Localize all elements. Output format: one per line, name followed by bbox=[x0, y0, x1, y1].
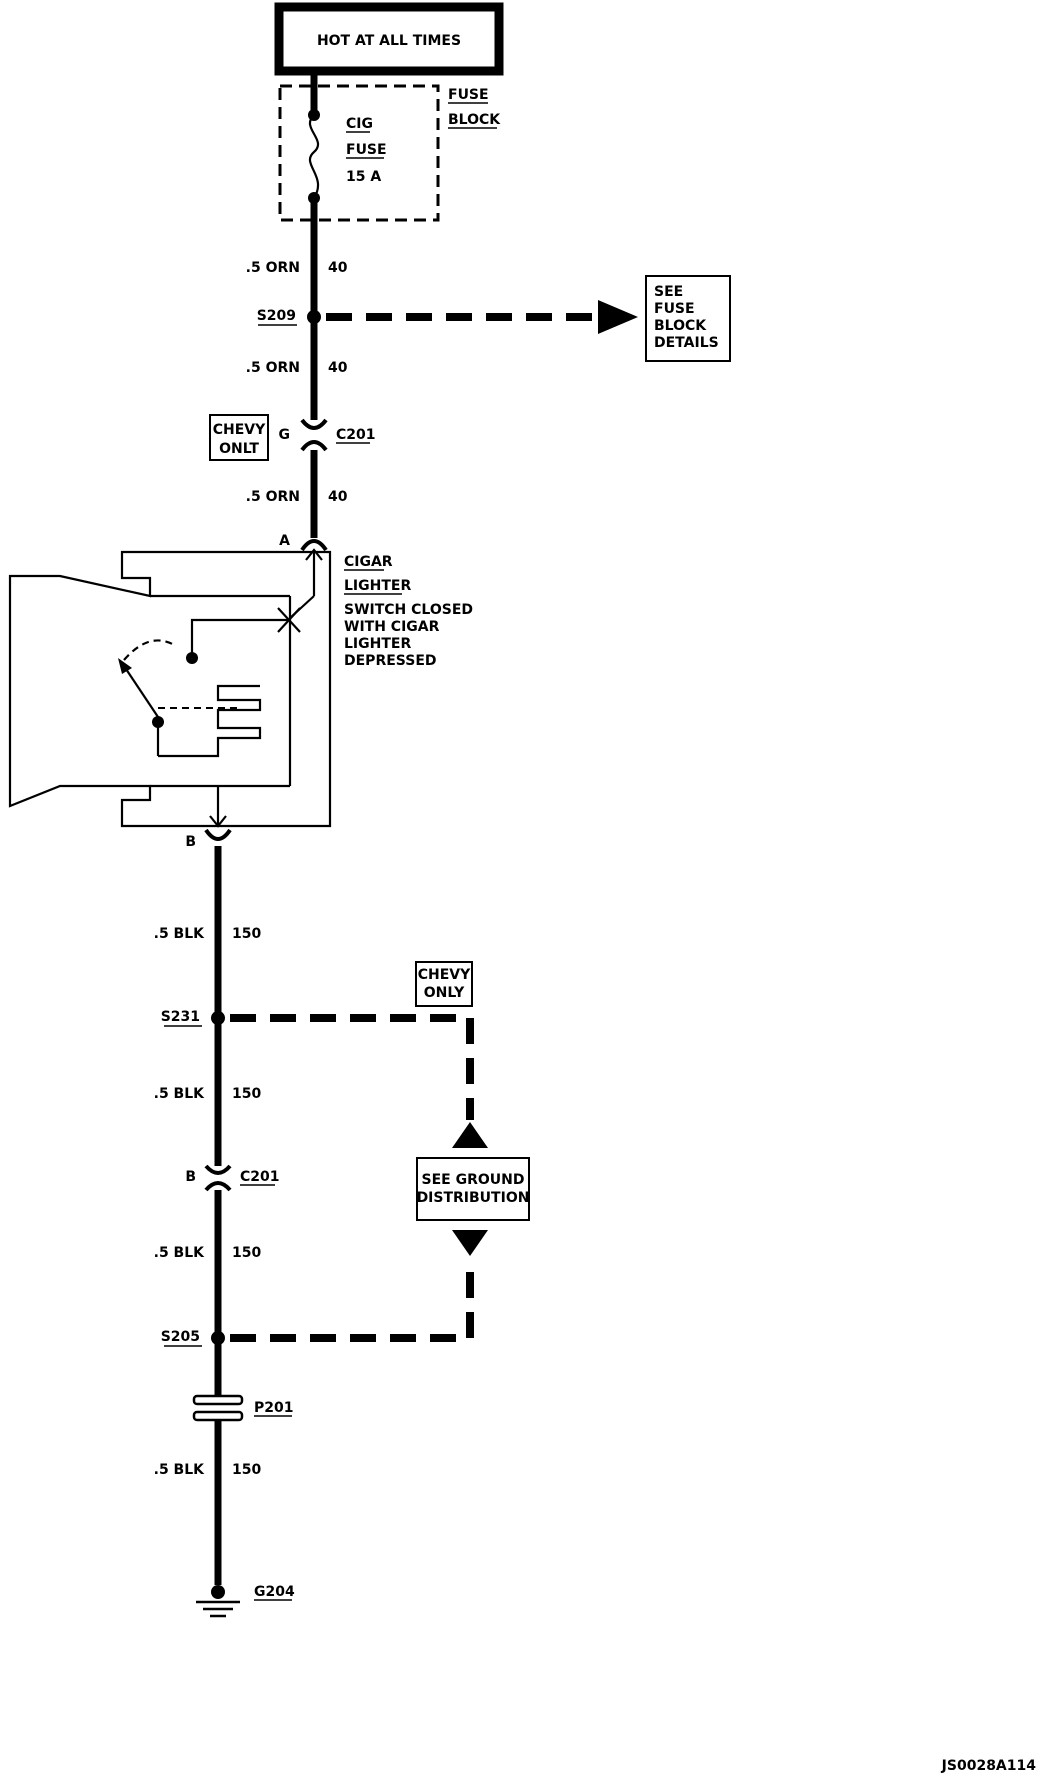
see-ground-note: SEE GROUND DISTRIBUTION bbox=[416, 1157, 530, 1221]
see-fuse-block-note: SEE FUSE BLOCK DETAILS bbox=[645, 275, 731, 362]
c201-top-pin: G bbox=[279, 427, 291, 443]
component-desc-1: SWITCH CLOSED bbox=[344, 602, 473, 618]
fuse-name-1: CIG bbox=[346, 116, 373, 132]
fuse-block-title-2: BLOCK bbox=[448, 112, 501, 128]
component-name-2: LIGHTER bbox=[344, 578, 411, 594]
component-name-1: CIGAR bbox=[344, 554, 393, 570]
ground-label: G204 bbox=[254, 1584, 295, 1600]
fuse-name-2: FUSE bbox=[346, 142, 387, 158]
dashed-link-s231 bbox=[230, 1014, 474, 1120]
fuse-block: FUSE BLOCK CIG FUSE 15 A bbox=[278, 71, 501, 222]
wire-label-7: .5 BLK bbox=[154, 1462, 206, 1478]
chevy-top-1: CHEVY bbox=[213, 422, 266, 438]
c201-bottom-name: C201 bbox=[240, 1169, 280, 1185]
splice-s209-label: S209 bbox=[257, 308, 296, 324]
splice-s205-label: S205 bbox=[161, 1329, 200, 1345]
figure-id: JS0028A114 bbox=[941, 1758, 1037, 1774]
fuse-icon bbox=[308, 114, 320, 199]
see-ground-1: SEE GROUND bbox=[422, 1172, 525, 1188]
power-source-label: HOT AT ALL TIMES bbox=[317, 33, 461, 49]
passthrough-p201: P201 bbox=[192, 1394, 293, 1422]
see-fuse-3: BLOCK bbox=[654, 318, 707, 334]
wire-circuit-3: 40 bbox=[328, 489, 348, 505]
splice-s231 bbox=[211, 1011, 225, 1025]
fuse-rating: 15 A bbox=[346, 169, 381, 185]
splice-s209 bbox=[307, 310, 321, 324]
see-fuse-1: SEE bbox=[654, 284, 683, 300]
dashed-link-s205 bbox=[230, 1262, 474, 1342]
see-fuse-4: DETAILS bbox=[654, 335, 719, 351]
wire-label-2: .5 ORN bbox=[246, 360, 300, 376]
wire-circuit-1: 40 bbox=[328, 260, 348, 276]
wire-circuit-7: 150 bbox=[232, 1462, 261, 1478]
chevy-note-bottom: CHEVY ONLY bbox=[415, 961, 473, 1007]
fuse-block-title-1: FUSE bbox=[448, 87, 489, 103]
ground-g204: G204 bbox=[196, 1584, 295, 1618]
c201-top-name: C201 bbox=[336, 427, 376, 443]
component-desc-3: LIGHTER bbox=[344, 636, 411, 652]
arrow-up-icon bbox=[452, 1122, 488, 1148]
chevy-bottom-1: CHEVY bbox=[418, 967, 471, 983]
chevy-top-2: ONLT bbox=[219, 441, 259, 457]
wire-label-4: .5 BLK bbox=[154, 926, 206, 942]
p201-label: P201 bbox=[254, 1400, 293, 1416]
wire-label-5: .5 BLK bbox=[154, 1086, 206, 1102]
arrow-right-icon bbox=[598, 300, 638, 334]
wire-circuit-5: 150 bbox=[232, 1086, 261, 1102]
cigar-lighter-component bbox=[8, 548, 332, 828]
power-source-box: HOT AT ALL TIMES bbox=[274, 2, 504, 76]
splice-s205 bbox=[211, 1331, 225, 1345]
component-desc-2: WITH CIGAR bbox=[344, 619, 440, 635]
connector-b-pin: B bbox=[185, 834, 196, 850]
splice-s231-label: S231 bbox=[161, 1009, 200, 1025]
chevy-bottom-2: ONLY bbox=[424, 985, 465, 1001]
wire-label-3: .5 ORN bbox=[246, 489, 300, 505]
see-ground-2: DISTRIBUTION bbox=[417, 1190, 530, 1206]
chevy-note-top: CHEVY ONLT bbox=[209, 414, 269, 461]
connector-b bbox=[204, 828, 232, 841]
see-fuse-2: FUSE bbox=[654, 301, 695, 317]
connector-a bbox=[300, 539, 328, 552]
wire-circuit-2: 40 bbox=[328, 360, 348, 376]
connector-c201-bottom: B C201 bbox=[185, 1164, 280, 1192]
arrow-down-icon bbox=[452, 1230, 488, 1256]
connector-a-pin: A bbox=[279, 533, 290, 549]
wire-circuit-6: 150 bbox=[232, 1245, 261, 1261]
wire-label-1: .5 ORN bbox=[246, 260, 300, 276]
c201-bottom-pin: B bbox=[185, 1169, 196, 1185]
connector-c201-top: G C201 bbox=[279, 418, 376, 452]
component-desc-4: DEPRESSED bbox=[344, 653, 437, 669]
wire-label-6: .5 BLK bbox=[154, 1245, 206, 1261]
wire-circuit-4: 150 bbox=[232, 926, 261, 942]
